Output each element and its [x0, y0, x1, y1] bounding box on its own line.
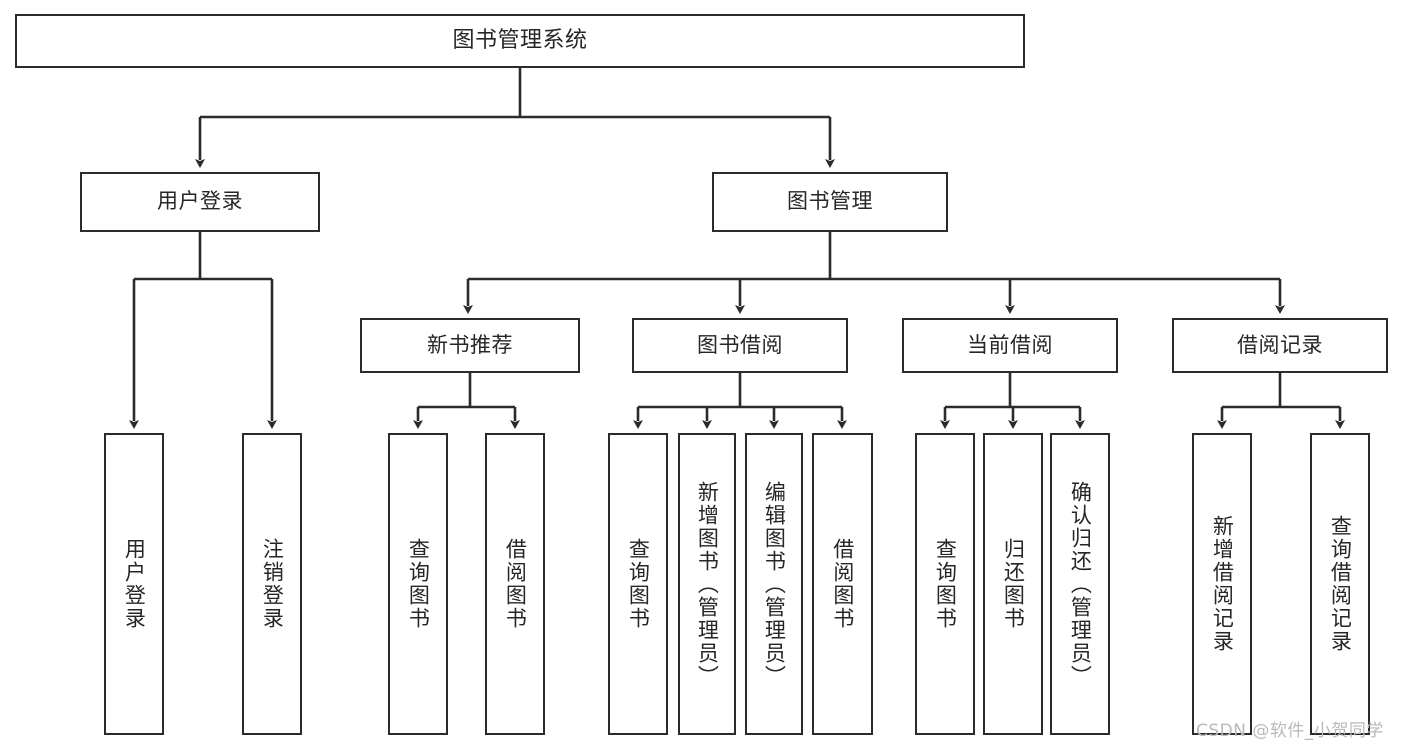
node-leaf-query-book-borrow[interactable]: 查询图书 [608, 433, 668, 735]
node-new-book-recommend[interactable]: 新书推荐 [360, 318, 580, 373]
node-leaf-confirm-return[interactable]: 确认归还（管理员） [1050, 433, 1110, 735]
node-leaf-borrow-book[interactable]: 借阅图书 [812, 433, 873, 735]
csdn-watermark: CSDN @软件_小贺同学 [1196, 721, 1384, 741]
node-book-management[interactable]: 图书管理 [712, 172, 948, 232]
node-borrow-record[interactable]: 借阅记录 [1172, 318, 1388, 373]
node-leaf-query-book-recommend[interactable]: 查询图书 [388, 433, 448, 735]
node-book-borrow[interactable]: 图书借阅 [632, 318, 848, 373]
node-leaf-edit-book[interactable]: 编辑图书（管理员） [745, 433, 803, 735]
node-leaf-return-book[interactable]: 归还图书 [983, 433, 1043, 735]
node-root[interactable]: 图书管理系统 [15, 14, 1025, 68]
node-leaf-add-record[interactable]: 新增借阅记录 [1192, 433, 1252, 735]
node-leaf-query-record[interactable]: 查询借阅记录 [1310, 433, 1370, 735]
node-leaf-query-book-current[interactable]: 查询图书 [915, 433, 975, 735]
node-user-login[interactable]: 用户登录 [80, 172, 320, 232]
node-leaf-user-login[interactable]: 用户登录 [104, 433, 164, 735]
node-current-borrow[interactable]: 当前借阅 [902, 318, 1118, 373]
node-leaf-logout[interactable]: 注销登录 [242, 433, 302, 735]
node-leaf-add-book[interactable]: 新增图书（管理员） [678, 433, 736, 735]
node-leaf-borrow-book-recommend[interactable]: 借阅图书 [485, 433, 545, 735]
